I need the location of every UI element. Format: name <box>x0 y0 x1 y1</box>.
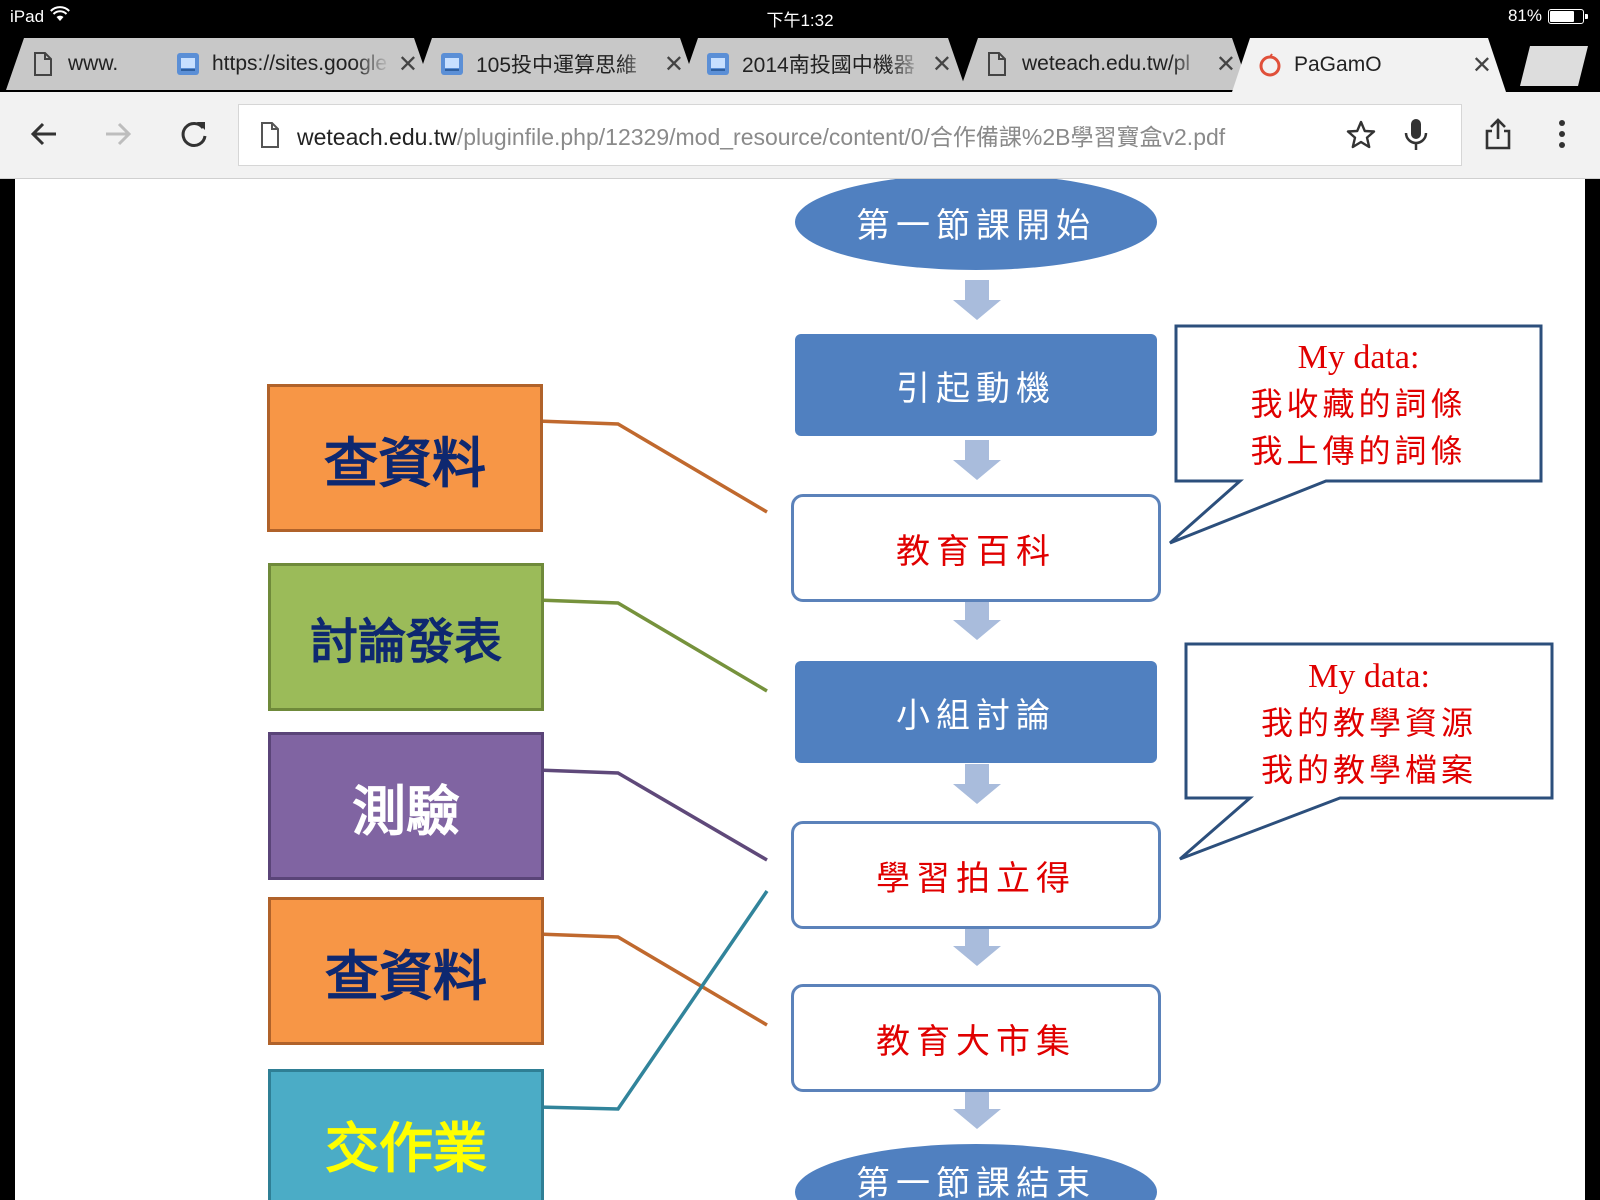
flow-arrow-down-icon <box>953 764 1001 804</box>
connector-homework <box>536 890 769 1111</box>
flow-arrow-down-icon <box>953 1089 1001 1129</box>
page-icon <box>986 52 1010 76</box>
flow-label: 教育大市集 <box>876 1021 1076 1062</box>
close-icon[interactable]: ✕ <box>931 50 952 78</box>
back-button[interactable] <box>22 112 66 156</box>
flow-arrow-down-icon <box>953 926 1001 966</box>
flow-learning-polaroid: 學習拍立得 <box>791 821 1161 929</box>
left-box-label: 查資料 <box>325 944 487 1008</box>
connector-discussion <box>536 598 768 693</box>
url-path: /pluginfile.php/12329/mod_resource/conte… <box>456 124 1226 150</box>
tab-4[interactable]: weteach.edu.tw/pl ✕ <box>960 38 1250 90</box>
pdf-page: 查資料 討論發表 測驗 查資料 交作業 第一節課開始 引起動機 教育百科 小組討… <box>15 179 1585 1200</box>
url-host: weteach.edu.tw <box>297 124 457 150</box>
callout-my-data-2: My data: 我的教學資源 我的教學檔案 <box>1186 653 1552 794</box>
tab-1[interactable]: https://sites.google ✕ <box>150 38 432 90</box>
callout-line: 我的教學檔案 <box>1260 751 1477 789</box>
flow-edu-market: 教育大市集 <box>791 984 1161 1092</box>
callout-2-border <box>1179 642 1554 861</box>
wifi-icon <box>50 6 70 27</box>
flow-label: 引起動機 <box>896 368 1056 409</box>
flow-label: 第一節課結束 <box>856 1164 1096 1200</box>
flow-label: 小組討論 <box>896 695 1056 736</box>
flow-arrow-down-icon <box>953 600 1001 640</box>
tab-title: 105投中運算思維 <box>476 54 638 77</box>
close-icon[interactable]: ✕ <box>1215 50 1236 78</box>
flow-group-discussion: 小組討論 <box>795 661 1157 763</box>
callout-line: 我上傳的詞條 <box>1250 432 1467 470</box>
microphone-icon[interactable] <box>1403 117 1429 159</box>
forward-button[interactable] <box>96 112 140 156</box>
flow-label: 教育百科 <box>896 531 1056 572</box>
tab-title: https://sites.google <box>212 52 388 75</box>
left-box-homework: 交作業 <box>268 1069 544 1200</box>
share-icon <box>1485 118 1511 150</box>
clock: 下午1:32 <box>766 11 834 30</box>
left-box-quiz: 測驗 <box>268 732 544 880</box>
callout-line: 我的教學資源 <box>1260 704 1477 742</box>
menu-button[interactable] <box>1540 112 1584 156</box>
sites-favicon-icon <box>706 52 730 76</box>
flow-start: 第一節課開始 <box>795 179 1157 270</box>
tab-title: weteach.edu.tw/pl <box>1022 52 1191 75</box>
left-box-search-2: 查資料 <box>268 897 544 1045</box>
left-box-label: 交作業 <box>325 1116 487 1180</box>
diagram-connectors <box>536 280 1554 1129</box>
page-icon <box>32 52 56 76</box>
url-text[interactable]: weteach.edu.tw/pluginfile.php/12329/mod_… <box>297 118 1317 152</box>
flow-arrow-down-icon <box>953 440 1001 480</box>
back-arrow-icon <box>30 122 56 146</box>
star-icon[interactable] <box>1345 119 1377 157</box>
battery-percent: 81% <box>1507 6 1542 25</box>
tab-title: 2014南投國中機器 <box>742 54 915 77</box>
share-button[interactable] <box>1476 112 1520 156</box>
left-box-label: 測驗 <box>352 779 460 843</box>
new-tab-button[interactable] <box>1520 46 1588 86</box>
tab-0[interactable]: www. <box>6 38 186 90</box>
sites-favicon-icon <box>440 52 464 76</box>
sites-favicon-icon <box>176 52 200 76</box>
close-icon[interactable]: ✕ <box>663 50 684 78</box>
address-bar[interactable]: weteach.edu.tw/pluginfile.php/12329/mod_… <box>238 104 1462 166</box>
callout-line: 我收藏的詞條 <box>1250 385 1467 423</box>
status-bar: iPad 下午1:32 81% <box>0 0 1600 34</box>
flow-label: 學習拍立得 <box>876 858 1076 899</box>
tab-2[interactable]: 105投中運算思維 ✕ <box>414 38 698 90</box>
close-icon[interactable]: ✕ <box>397 50 418 78</box>
browser-toolbar: weteach.edu.tw/pluginfile.php/12329/mod_… <box>0 92 1600 179</box>
reload-icon <box>181 121 207 147</box>
close-icon[interactable]: ✕ <box>1471 51 1492 79</box>
pagamo-favicon-icon <box>1258 53 1282 77</box>
callout-my-data-1: My data: 我收藏的詞條 我上傳的詞條 <box>1176 334 1541 475</box>
flow-motivation: 引起動機 <box>795 334 1157 436</box>
connector-search <box>536 419 768 514</box>
callout-title: My data: <box>1308 658 1430 695</box>
battery-icon <box>1548 8 1588 24</box>
connector-quiz <box>536 768 768 862</box>
left-box-label: 討論發表 <box>309 614 502 670</box>
device-name: iPad <box>10 6 45 26</box>
left-box-search: 查資料 <box>267 384 543 532</box>
pdf-viewer[interactable]: 查資料 討論發表 測驗 查資料 交作業 第一節課開始 引起動機 教育百科 小組討… <box>0 179 1600 1200</box>
more-vert-icon <box>1559 120 1565 148</box>
left-box-discussion: 討論發表 <box>268 563 544 711</box>
flow-label: 第一節課開始 <box>856 205 1096 246</box>
tab-5[interactable]: PaGamO ✕ <box>1232 38 1506 92</box>
flow-edu-wiki: 教育百科 <box>791 494 1161 602</box>
callout-title: My data: <box>1297 339 1420 376</box>
tab-3[interactable]: 2014南投國中機器 ✕ <box>680 38 966 90</box>
left-box-label: 查資料 <box>324 431 486 495</box>
reload-button[interactable] <box>172 112 216 156</box>
callout-1-border <box>1169 324 1543 545</box>
tab-title: www. <box>68 52 119 75</box>
flow-arrow-down-icon <box>953 280 1001 320</box>
page-icon <box>261 122 279 148</box>
connector-search-2 <box>536 932 768 1027</box>
forward-arrow-icon <box>106 122 132 146</box>
tab-title: PaGamO <box>1294 53 1382 76</box>
tab-strip: www. https://sites.google ✕ 105投中運算思維 ✕ … <box>0 34 1600 92</box>
